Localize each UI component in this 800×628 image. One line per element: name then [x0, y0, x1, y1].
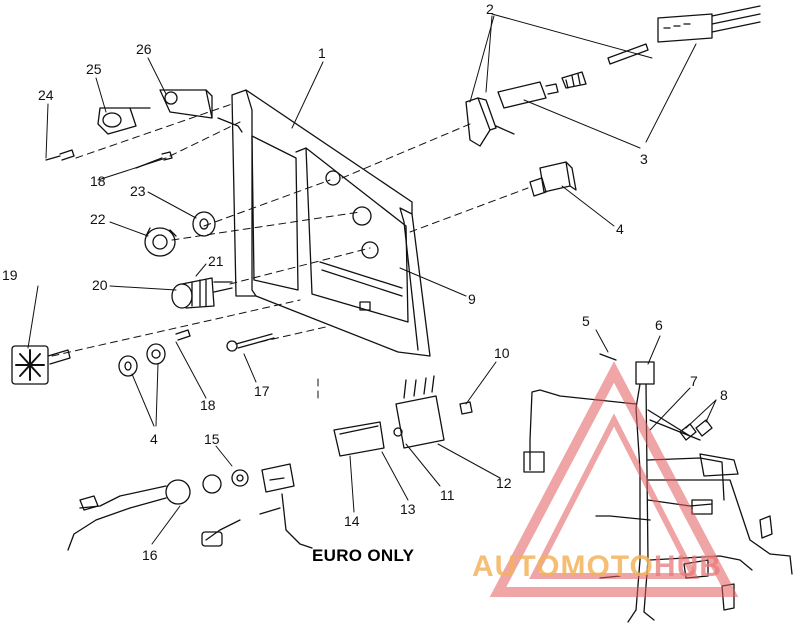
dash-panel — [231, 89, 431, 357]
callout-19: 19 — [2, 267, 18, 283]
watermark-part-1: AUTOMOTO — [472, 550, 654, 583]
callout-6: 6 — [655, 317, 663, 333]
callout-21: 21 — [208, 253, 224, 269]
callout-20: 20 — [92, 277, 108, 293]
watermark-text: AUTOMOTOHUB — [472, 550, 722, 584]
callout-4-right: 4 — [616, 221, 624, 237]
callout-14: 14 — [344, 513, 360, 529]
terminal-block — [333, 375, 473, 457]
callout-22: 22 — [90, 211, 106, 227]
watermark-logo — [489, 361, 739, 597]
callout-2: 2 — [486, 1, 494, 17]
callout-10: 10 — [494, 345, 510, 361]
nut-and-washer — [144, 211, 216, 257]
bracket-assembly — [45, 89, 243, 169]
lower-left-washers — [118, 329, 191, 377]
callout-15: 15 — [204, 431, 220, 447]
callout-8: 8 — [720, 387, 728, 403]
callout-18-lower: 18 — [200, 397, 216, 413]
callout-12: 12 — [496, 475, 512, 491]
callout-16: 16 — [142, 547, 158, 563]
callout-7: 7 — [690, 373, 698, 389]
leader-lines — [27, 13, 717, 545]
callout-9: 9 — [468, 291, 476, 307]
callout-26: 26 — [136, 41, 152, 57]
clip-and-plug — [465, 5, 761, 147]
callout-4-left: 4 — [150, 431, 158, 447]
center-lines — [51, 103, 529, 399]
callout-11: 11 — [440, 487, 455, 503]
callout-23: 23 — [130, 183, 146, 199]
key-switch — [171, 277, 233, 309]
callout-25: 25 — [86, 61, 102, 77]
callout-13: 13 — [400, 501, 416, 517]
callout-24: 24 — [38, 87, 54, 103]
lower-harness — [67, 463, 313, 551]
callout-1: 1 — [318, 45, 326, 61]
callout-18-upper: 18 — [90, 173, 106, 189]
screw — [226, 333, 275, 352]
watermark-part-2: HUB — [653, 550, 722, 583]
toggle-switch — [529, 161, 577, 197]
callout-17: 17 — [254, 383, 270, 399]
ignition-key — [11, 345, 71, 385]
callout-5: 5 — [582, 313, 590, 329]
euro-only-note: EURO ONLY — [312, 546, 415, 565]
callout-3: 3 — [640, 151, 648, 167]
